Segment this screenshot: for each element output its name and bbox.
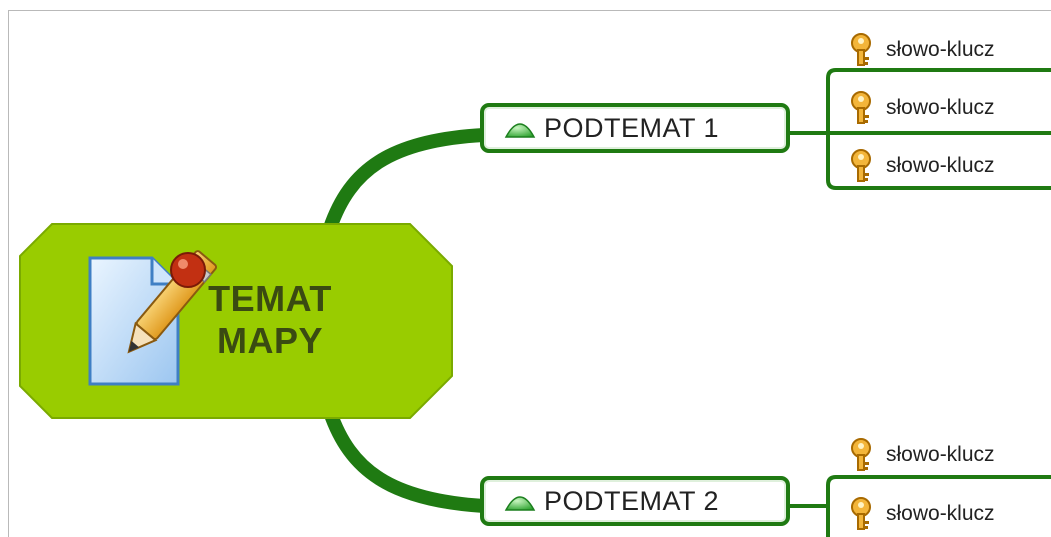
green-triangle-icon — [504, 123, 536, 138]
kw-bracket-2 — [826, 475, 1051, 537]
subtopic-node-2[interactable]: PODTEMAT 2 — [480, 476, 790, 526]
keyword-label: słowo-klucz — [886, 443, 995, 466]
subtopic-node-1[interactable]: PODTEMAT 1 — [480, 103, 790, 153]
root-topic-line-1: TEMAT — [208, 278, 332, 319]
root-topic-title[interactable]: TEMAT MAPY — [200, 278, 340, 362]
keyword-label: słowo-klucz — [886, 154, 995, 177]
branch-2-connector — [323, 405, 491, 513]
keyword-item[interactable]: słowo-klucz — [848, 30, 995, 70]
subtopic-label: PODTEMAT 2 — [544, 485, 720, 516]
branch-1-connector — [323, 128, 491, 235]
keyword-label: słowo-klucz — [886, 96, 995, 119]
document-pencil-icon — [88, 250, 218, 386]
keyword-item[interactable]: słowo-klucz — [848, 146, 995, 186]
key-icon — [851, 33, 871, 66]
keyword-item[interactable]: słowo-klucz — [848, 435, 995, 475]
green-triangle-icon — [504, 496, 536, 511]
subtopic-label: PODTEMAT 1 — [544, 112, 720, 143]
keyword-label: słowo-klucz — [886, 502, 995, 525]
kw-bracket-1 — [826, 68, 1051, 190]
keyword-label: słowo-klucz — [886, 38, 995, 61]
root-topic-line-2: MAPY — [216, 320, 323, 361]
keyword-item[interactable]: słowo-klucz — [848, 494, 995, 534]
keyword-item[interactable]: słowo-klucz — [848, 88, 995, 128]
key-icon — [851, 438, 871, 471]
key-icon — [851, 149, 871, 182]
key-icon — [851, 497, 871, 530]
canvas-frame — [8, 10, 1051, 537]
key-icon — [851, 91, 871, 124]
